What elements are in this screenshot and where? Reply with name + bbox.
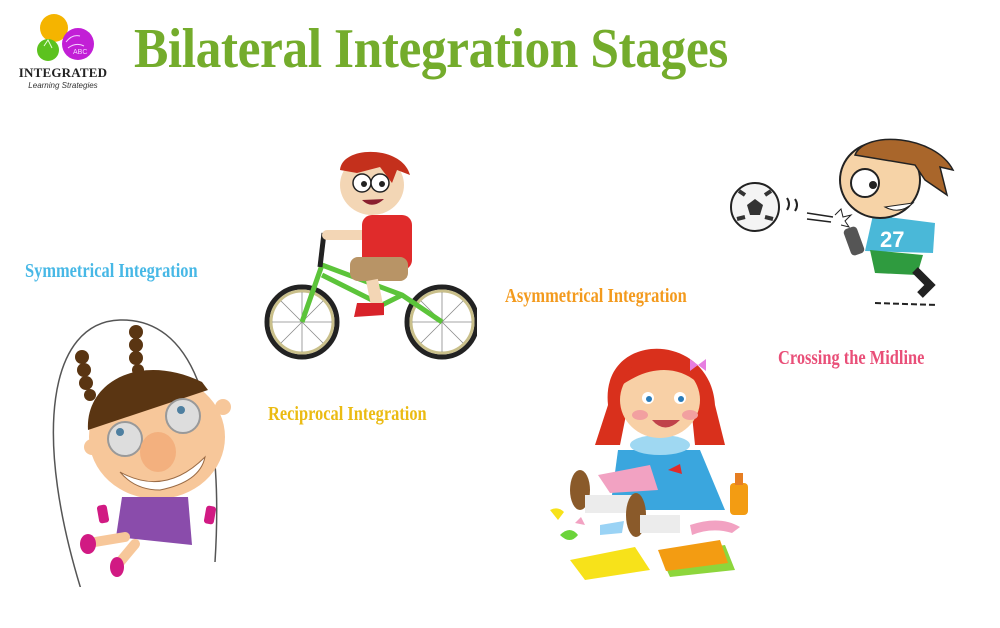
svg-text:ABC: ABC [73, 49, 87, 56]
logo-name: INTEGRATED [18, 65, 108, 80]
page-title: Bilateral Integration Stages [134, 18, 728, 80]
stage-label-asymmetrical: Asymmetrical Integration [505, 285, 687, 307]
girl-jumping-rope-illustration [52, 319, 231, 587]
girl-cutting-paper-illustration [550, 348, 748, 580]
stage-label-crossing-midline: Crossing the Midline [778, 347, 925, 369]
brand-logo: ABC INTEGRATED Learning Strategies [8, 10, 118, 96]
logo-circles-icon: ABC [37, 14, 94, 61]
boy-riding-bicycle-illustration [264, 151, 477, 360]
stage-label-symmetrical: Symmetrical Integration [25, 260, 198, 282]
stage-label-reciprocal: Reciprocal Integration [268, 403, 427, 425]
logo-tagline: Learning Strategies [28, 81, 98, 90]
svg-text:27: 27 [880, 227, 904, 252]
boy-kicking-soccer-ball-illustration: 27 [730, 138, 955, 306]
